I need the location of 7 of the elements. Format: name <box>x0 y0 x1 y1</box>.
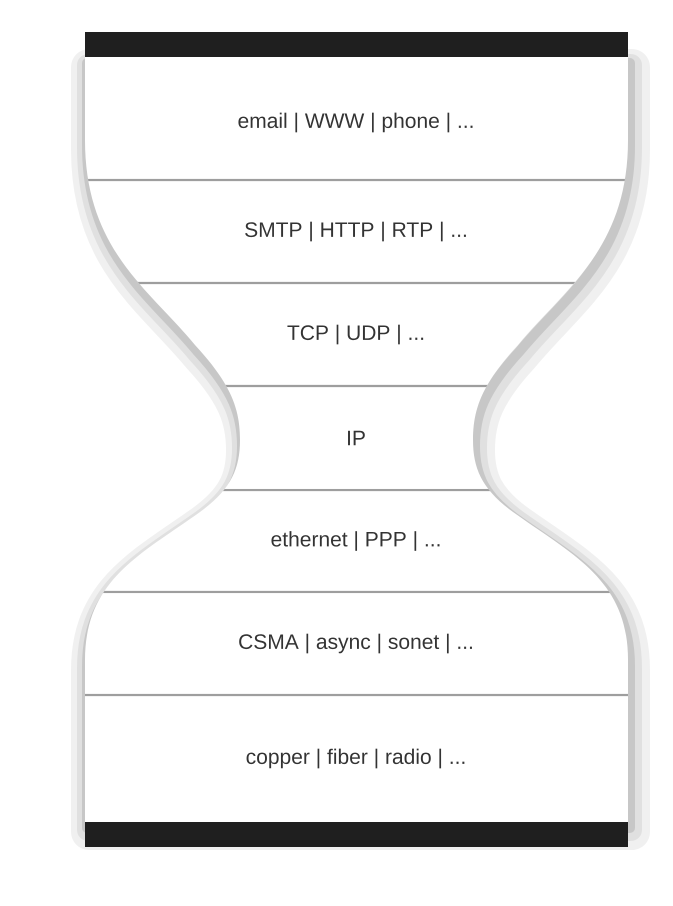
protocol-layer: ethernet | PPP | ... <box>271 531 440 551</box>
protocol-layer: IP <box>348 430 365 446</box>
protocol-layer: CSMA | async | sonet | ... <box>239 634 472 654</box>
protocol-layer: TCP | UDP | ... <box>287 324 424 344</box>
protocol-layer: copper | fiber | radio | ... <box>246 748 464 768</box>
protocol-layer: email | WWW | phone | ... <box>238 112 473 132</box>
protocol-layer: SMTP | HTTP | RTP | ... <box>245 222 466 242</box>
